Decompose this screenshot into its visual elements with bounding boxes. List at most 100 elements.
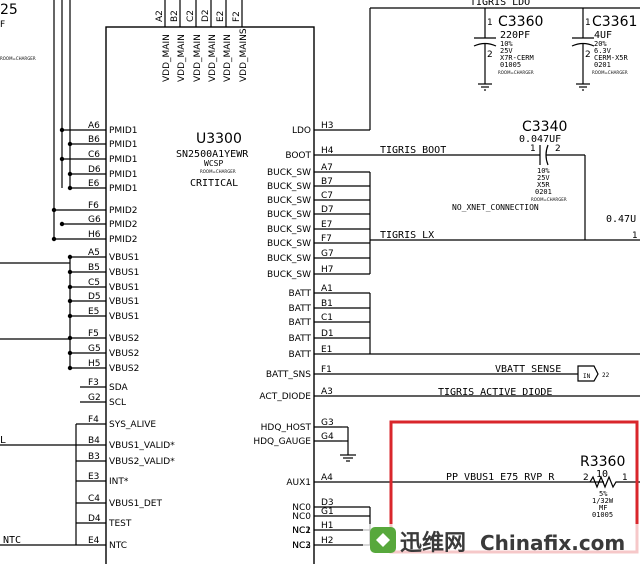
top-pin-name: VDD_MAIN	[208, 34, 218, 82]
left-pin-number: G2	[88, 393, 101, 403]
top-pin-name: VDD_MAIN	[193, 34, 203, 82]
svg-text:1: 1	[585, 18, 591, 28]
right-pin-name: BUCK_SW	[267, 270, 311, 280]
top-pin-number: E2	[216, 11, 226, 22]
svg-text:C3361: C3361	[592, 14, 637, 30]
svg-text:ROOM=CHARGER: ROOM=CHARGER	[592, 70, 628, 75]
svg-text:2: 2	[583, 473, 589, 483]
chip-critical: CRITICAL	[190, 178, 238, 189]
right-pin-number: D7	[321, 205, 334, 215]
left-pin-name: TEST	[108, 519, 132, 529]
left-pin-name: VBUS2	[109, 364, 139, 374]
left-pin-name: VBUS2_VALID*	[109, 457, 175, 467]
svg-text:1: 1	[530, 144, 536, 154]
net-no-xnet: NO_XNET_CONNECTION	[452, 203, 539, 212]
left-pin-number: F6	[88, 201, 99, 211]
left-pin-name: VBUS1	[109, 268, 139, 278]
left-pin-number: F3	[88, 378, 99, 388]
svg-text:0.047UF: 0.047UF	[519, 134, 561, 145]
left-pin-number: D4	[88, 514, 101, 524]
chip-ref: U3300	[196, 131, 242, 147]
left-pin-number: D6	[88, 165, 101, 175]
left-pin-number: B6	[88, 135, 100, 145]
svg-text:X5R: X5R	[537, 181, 550, 189]
right-pin-name: HDQ_HOST	[261, 423, 312, 433]
right-pin-name: BUCK_SW	[267, 182, 311, 192]
left-edge-room: ROOM=CHARGER	[0, 56, 36, 61]
svg-text:2: 2	[585, 50, 591, 60]
svg-text:01005: 01005	[500, 61, 521, 69]
left-pin-number: B5	[88, 263, 100, 273]
left-pin-name: PMID1	[109, 184, 138, 194]
right-pin-number: A1	[321, 284, 333, 294]
left-pin-name: VBUS1_VALID*	[109, 441, 175, 451]
right-pin-name: NC2	[292, 541, 311, 551]
left-pin-number: F4	[88, 415, 99, 425]
left-edge-sub: F	[0, 20, 5, 30]
svg-text:0201: 0201	[535, 188, 552, 196]
svg-text:C3360: C3360	[498, 14, 543, 30]
right-pin-name: BUCK_SW	[267, 196, 311, 206]
svg-text:CERM-X5R: CERM-X5R	[594, 54, 629, 62]
net-tigris-ldo: TIGRIS LDO	[470, 0, 530, 8]
right-pin-number: C1	[321, 313, 333, 323]
right-pin-number: H4	[321, 146, 334, 156]
svg-text:ROOM=CHARGER: ROOM=CHARGER	[498, 70, 534, 75]
nc-extra-label: NC3	[292, 541, 311, 551]
left-pin-name: VBUS2	[109, 334, 139, 344]
right-pin-number: H2	[321, 536, 334, 546]
top-pin-group: A2VDD_MAINB2VDD_MAINC2VDD_MAIND2VDD_MAIN…	[155, 0, 249, 82]
capacitor-c3340: 1 2 C3340 0.047UF 10% 25V X5R 0201 ROOM=…	[519, 119, 586, 240]
left-pin-number: B3	[88, 452, 100, 462]
chip-room: ROOM=CHARGER	[200, 169, 236, 174]
svg-text:10%: 10%	[500, 40, 513, 48]
chip-package: WCSP	[204, 159, 223, 168]
right-pin-name: BOOT	[285, 151, 311, 161]
svg-text:2: 2	[487, 50, 493, 60]
right-pin-name: ACT_DIODE	[259, 392, 311, 402]
resistor-r3360: 2 1 R3360 10 5% 1/32W MF 01005	[580, 454, 640, 519]
chip-body	[105, 26, 315, 564]
svg-text:1: 1	[622, 473, 628, 483]
right-pin-group: H3LDOH4BOOTA7BUCK_SWB7BUCK_SWC7BUCK_SWD7…	[253, 121, 370, 551]
watermark-en: Chinafix.com	[480, 531, 625, 555]
net-left-l: L	[0, 435, 6, 446]
right-pin-name: NC0	[292, 512, 311, 522]
right-pin-name: NC1	[292, 526, 311, 536]
svg-text:01005: 01005	[592, 511, 613, 519]
left-pin-number: E4	[88, 536, 100, 546]
svg-text:0201: 0201	[594, 61, 611, 69]
right-pin-name: BATT	[289, 350, 312, 360]
right-pin-number: A3	[321, 387, 333, 397]
svg-text:6.3V: 6.3V	[594, 47, 612, 55]
right-pin-number: H3	[321, 121, 334, 131]
watermark: 迅维网 Chinafix.com	[363, 524, 640, 564]
right-pin-number: F7	[321, 234, 332, 244]
capacitor-c3361: 1 2 C3361 4UF 20% 6.3V CERM-X5R 0201 ROO…	[571, 8, 637, 91]
left-pin-name: VBUS2	[109, 349, 139, 359]
right-pin-name: BUCK_SW	[267, 225, 311, 235]
top-pin-name: VDD_MAIN	[162, 34, 172, 82]
